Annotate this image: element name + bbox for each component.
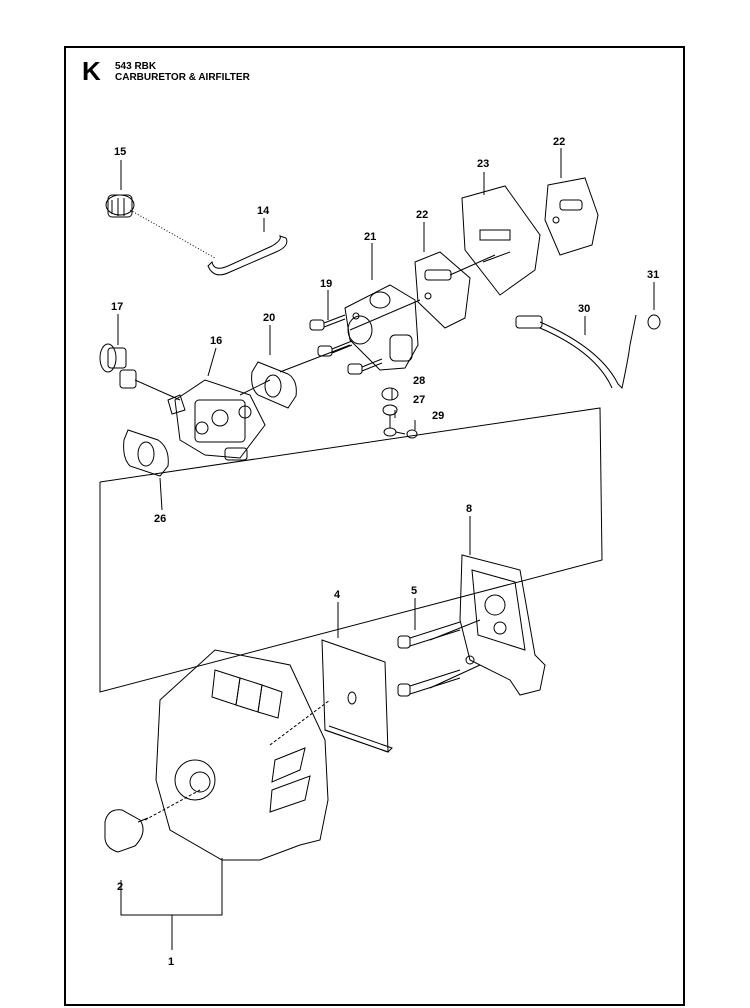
callout-23: 23 [477,158,489,170]
callout-22a: 22 [416,209,428,221]
callout-26: 26 [154,513,166,525]
callout-30: 30 [578,303,590,315]
callout-19: 19 [320,278,332,290]
choke-knob-part [99,343,137,389]
callout-4: 4 [334,589,341,601]
fuel-hose-part [207,235,288,276]
callout-8: 8 [466,503,472,515]
callout-15: 15 [114,146,126,158]
callout-21: 21 [364,231,376,243]
model-label: 543 RBK [115,61,157,72]
cover-knob-part [104,809,149,853]
section-letter: K [82,56,101,86]
intake-adapter-part [344,284,419,371]
callout-14: 14 [257,205,270,217]
bolts-19-part [309,314,383,375]
gasket-26-part [123,429,169,477]
section-title: CARBURETOR & AIRFILTER [115,72,250,83]
gasket-20-part [251,361,297,409]
carburetor-part [167,379,266,461]
callout-16: 16 [210,335,222,347]
callout-5: 5 [411,585,417,597]
callout-1: 1 [168,956,174,968]
callout-27: 27 [413,394,425,406]
callout-29: 29 [432,410,444,422]
filter-element-part [321,639,393,753]
callout-17: 17 [111,301,123,313]
airfilter-base-part [459,554,546,696]
callout-2: 2 [117,881,123,893]
gasket-22b-part [544,177,599,256]
throttle-cable-part [515,314,637,390]
screw-29-part [395,429,418,439]
diagram-frame [64,46,685,1006]
callout-28: 28 [413,375,425,387]
filter-cover-part [155,649,329,861]
callout-20: 20 [263,312,275,324]
gasket-22a-part [414,251,471,329]
idle-screw-27-part [382,404,398,437]
nut-28-part [381,387,399,401]
callout-22b: 22 [553,136,565,148]
assembly-boundary [99,407,603,693]
bolts-5-part [397,621,461,697]
plate-23-part [461,185,541,296]
primer-bulb-part [105,194,135,218]
callout-31: 31 [647,269,659,281]
nut-31-part [647,314,661,330]
